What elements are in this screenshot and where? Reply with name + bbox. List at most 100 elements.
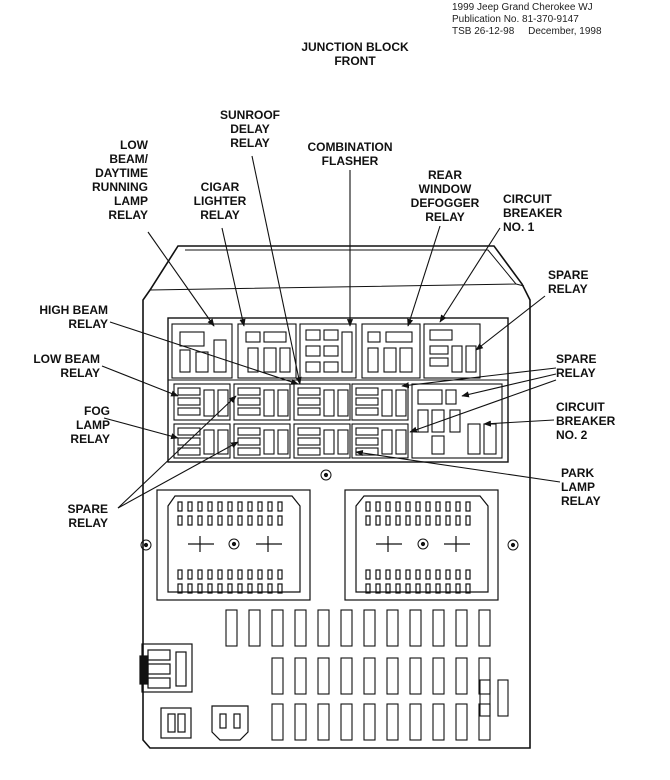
label-combination-flasher: COMBINATION FLASHER xyxy=(307,140,393,168)
label-circuit-breaker-2: CIRCUIT BREAKER NO. 2 xyxy=(556,400,616,442)
connector-pin xyxy=(237,501,243,512)
fuse-slot xyxy=(363,609,376,647)
diagram-title: JUNCTION BLOCK FRONT xyxy=(290,40,420,68)
connector-pin xyxy=(177,583,183,594)
fuse-slot xyxy=(294,657,307,695)
connector-pin xyxy=(425,501,431,512)
connector-pin xyxy=(405,569,411,580)
mounting-screws xyxy=(140,469,519,551)
connector-pin xyxy=(227,515,233,526)
fuse-slot xyxy=(479,679,491,717)
connector-pin xyxy=(247,569,253,580)
connector-pin xyxy=(465,515,471,526)
connector-pin xyxy=(237,569,243,580)
connector-pin xyxy=(425,515,431,526)
connector-pin xyxy=(435,569,441,580)
connector-pin xyxy=(247,515,253,526)
small-connector xyxy=(160,707,192,739)
connector-pin xyxy=(385,583,391,594)
title-line: FRONT xyxy=(334,54,376,68)
fuse-slot xyxy=(317,703,330,741)
connector-pin xyxy=(227,583,233,594)
fuse-slot xyxy=(294,609,307,647)
fuse-slot xyxy=(432,657,445,695)
connector-pin xyxy=(207,515,213,526)
title-line: JUNCTION BLOCK xyxy=(301,40,409,54)
connector-pin xyxy=(455,515,461,526)
fuse-slots xyxy=(225,609,509,741)
connector-pin xyxy=(435,501,441,512)
connector-pin xyxy=(187,501,193,512)
label-spare-relay-right: SPARE RELAY xyxy=(556,352,597,380)
label-park-lamp-relay: PARK LAMP RELAY xyxy=(561,466,601,508)
connector-pin xyxy=(465,583,471,594)
fuse-slot xyxy=(317,609,330,647)
label-low-beam-relay: LOW BEAM RELAY xyxy=(33,352,100,380)
connector-pin xyxy=(455,583,461,594)
fuse-slot xyxy=(225,609,238,647)
connector-pin xyxy=(267,501,273,512)
label-circuit-breaker-1: CIRCUIT BREAKER NO. 1 xyxy=(503,192,563,234)
fuse-slot xyxy=(340,703,353,741)
fuse-slot xyxy=(455,703,468,741)
connector-pin xyxy=(375,501,381,512)
label-low-beam-daytime-relay: LOW BEAM/ DAYTIME RUNNING LAMP RELAY xyxy=(92,138,148,222)
connector-pin xyxy=(207,569,213,580)
connector-pin xyxy=(455,569,461,580)
connector-pin xyxy=(375,569,381,580)
power-connector xyxy=(139,643,193,693)
connector-pin xyxy=(207,583,213,594)
connector-pin xyxy=(395,583,401,594)
fuse-slot xyxy=(363,703,376,741)
connector-pin xyxy=(267,569,273,580)
fuse-slot xyxy=(409,657,422,695)
connector-pin xyxy=(385,569,391,580)
connector-pin xyxy=(267,583,273,594)
fuse-slot xyxy=(478,657,491,695)
connector-pin xyxy=(177,515,183,526)
connector-pin xyxy=(197,515,203,526)
connector-pin xyxy=(227,501,233,512)
connector-pin xyxy=(217,515,223,526)
label-rear-window-defogger-relay: REAR WINDOW DEFOGGER RELAY xyxy=(410,168,480,224)
fuse-slot xyxy=(386,703,399,741)
fuse-slot xyxy=(386,657,399,695)
fuse-slot xyxy=(363,657,376,695)
fuse-slot xyxy=(317,657,330,695)
connector-pin xyxy=(277,583,283,594)
connector-pin xyxy=(435,515,441,526)
connector-pin xyxy=(257,569,263,580)
connector-pin xyxy=(247,501,253,512)
connector-right xyxy=(344,489,499,601)
connector-pin xyxy=(257,501,263,512)
connector-pin xyxy=(365,501,371,512)
connector-pin xyxy=(237,583,243,594)
connector-pin xyxy=(365,569,371,580)
connector-pin xyxy=(247,583,253,594)
label-spare-relay-left: SPARE RELAY xyxy=(67,502,108,530)
connector-pin xyxy=(395,515,401,526)
label-cigar-lighter-relay: CIGAR LIGHTER RELAY xyxy=(193,180,247,222)
connector-pin xyxy=(365,515,371,526)
connector-pin xyxy=(187,569,193,580)
outlet-connector xyxy=(211,705,249,741)
connector-pin xyxy=(445,583,451,594)
label-spare-relay-top: SPARE RELAY xyxy=(548,268,589,296)
relay-bank xyxy=(167,317,509,463)
connector-pin xyxy=(217,583,223,594)
fuse-slot xyxy=(271,609,284,647)
connector-pin xyxy=(207,501,213,512)
connector-pin xyxy=(385,501,391,512)
connector-pin xyxy=(395,501,401,512)
header-line: Publication No. 81-370-9147 xyxy=(452,14,579,25)
label-sunroof-delay-relay: SUNROOF DELAY RELAY xyxy=(220,108,280,150)
connector-pin xyxy=(257,515,263,526)
leader-lines xyxy=(101,155,561,509)
fuse-slot xyxy=(432,609,445,647)
connector-pin xyxy=(385,515,391,526)
connector-pin xyxy=(197,583,203,594)
fuse-slot xyxy=(340,609,353,647)
fuse-slot xyxy=(409,703,422,741)
connector-left xyxy=(156,489,311,601)
fuse-slot xyxy=(340,657,353,695)
